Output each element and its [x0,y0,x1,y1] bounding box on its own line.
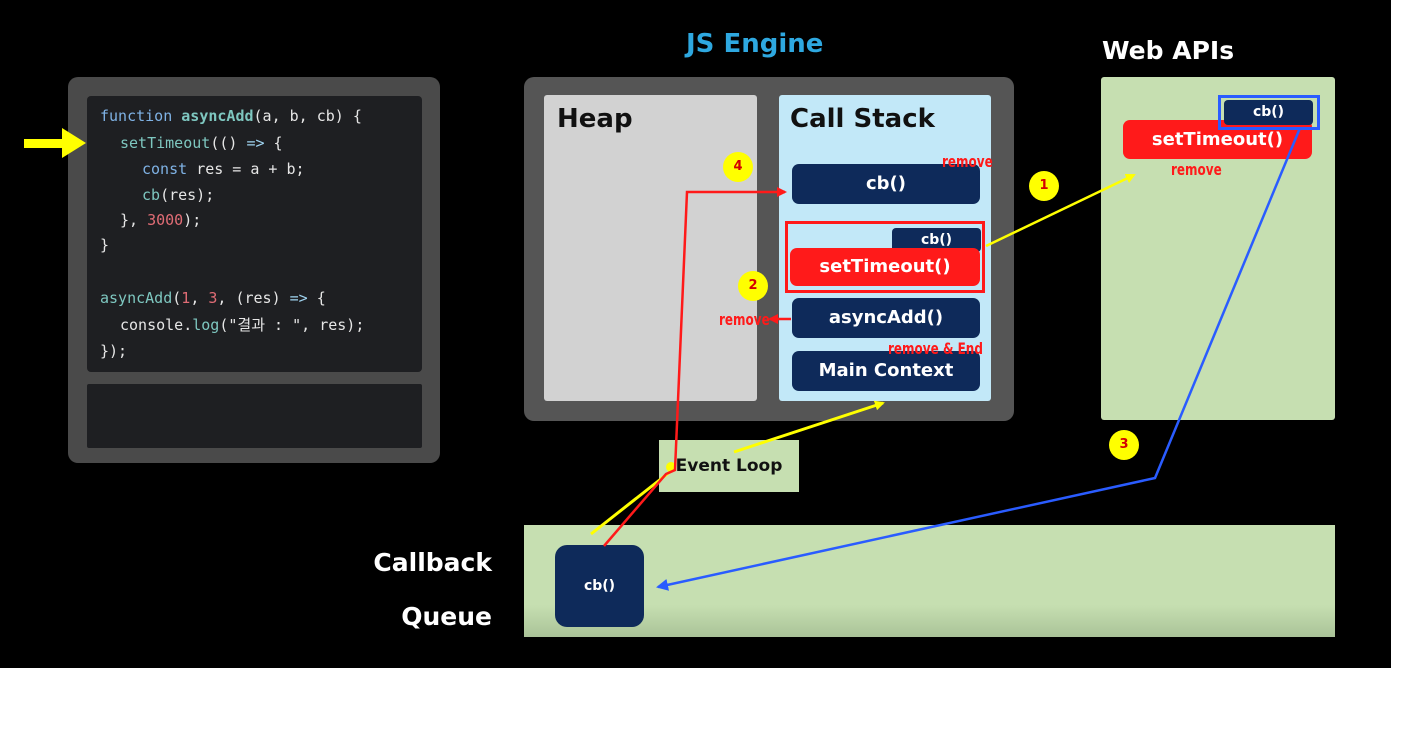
stack-frame-main-context: Main Context [792,351,980,391]
arrow-step-1 [985,173,1136,248]
step-badge-4: 4 [723,152,753,182]
callback-queue-title-line1: Callback [373,548,492,577]
arrow-step-4 [603,187,787,547]
stack-frame-set-timeout: setTimeout() [790,248,980,286]
remove-tag-main-context: remove & End [888,339,983,358]
web-apis-title: Web APIs [1102,36,1235,65]
step-badge-3: 3 [1109,430,1139,460]
arrow-queue-to-event-loop [590,469,672,536]
callback-queue-title-line2: Queue [401,602,492,631]
diagram-stage: function asyncAdd(a, b, cb) { setTimeout… [0,0,1391,668]
current-line-arrow [24,128,86,158]
code-line-8: asyncAdd(1, 3, (res) => { [100,289,326,307]
code-editor [87,96,422,372]
stack-frame-cb: cb() [792,164,980,204]
step-badge-1: 1 [1029,171,1059,201]
set-timeout-highlight [785,221,985,293]
callback-queue-shade [524,605,1335,637]
heap-label: Heap [557,104,633,134]
code-line-9: console.log("결과 : ", res); [120,316,365,334]
arrow-step-3 [656,127,1302,591]
code-line-10: }); [100,342,128,360]
js-engine-title: JS Engine [686,29,824,59]
arrow-event-loop-to-stack [733,400,885,454]
code-line-3: const res = a + b; [142,160,305,178]
remove-tag-web-api: remove [1171,160,1222,179]
call-stack-label: Call Stack [790,104,935,134]
remove-tag-cb: remove [942,152,993,171]
step-badge-2: 2 [738,271,768,301]
web-api-cb-highlight [1218,95,1320,130]
code-line-2: setTimeout(() => { [120,134,283,152]
remove-tag-async-add: remove [719,310,770,329]
event-loop-label: Event Loop [675,456,783,476]
heap-box [544,95,757,401]
web-api-cb: cb() [1224,100,1313,125]
code-line-6: } [100,236,110,254]
web-api-set-timeout: setTimeout() [1123,120,1312,159]
code-line-4: cb(res); [142,186,215,204]
callback-queue-title: Callback Queue [360,536,492,644]
callback-queue-cb: cb() [555,545,644,627]
stack-frame-async-add: asyncAdd() [792,298,980,338]
event-loop-box [659,440,799,492]
code-console [87,384,422,448]
code-line-5: }, 3000); [120,211,202,229]
flow-arrows [24,127,1302,591]
code-line-1: function asyncAdd(a, b, cb) { [100,107,362,125]
